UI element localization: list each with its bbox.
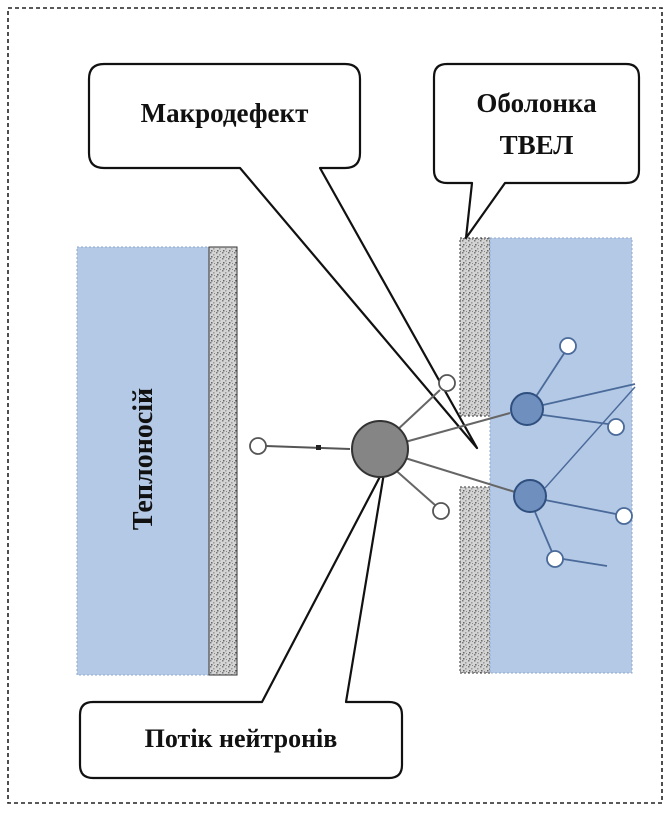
incoming-neutron-track xyxy=(265,445,351,450)
track-to-upper-neutron xyxy=(394,389,441,433)
upper-fragment-icon xyxy=(510,392,544,426)
lower-fragment-neutron-1 xyxy=(615,507,633,525)
fuel-region xyxy=(489,237,633,674)
coolant-label: Теплоносій xyxy=(128,387,159,531)
coolant-wall-texture xyxy=(208,246,238,676)
track-to-lower-neutron xyxy=(391,466,436,506)
upper-fragment-track-3 xyxy=(542,414,609,425)
cladding-lower-texture xyxy=(459,486,491,674)
upper-fragment-track-1 xyxy=(534,351,566,399)
track-to-upper-fragment xyxy=(404,412,511,443)
lower-fragment-track-1 xyxy=(544,499,617,515)
track-to-lower-fragment xyxy=(404,457,516,493)
callout-neutron-flux xyxy=(78,465,404,780)
cladding-upper-texture xyxy=(459,237,491,417)
neutron-arrow-mark xyxy=(316,445,321,450)
lower-neutron-icon xyxy=(432,502,450,520)
upper-fragment-neutron-1 xyxy=(559,337,577,355)
lower-fragment-neutron-2 xyxy=(546,550,564,568)
cladding-label-line2: ТВЕЛ xyxy=(499,130,574,160)
lower-fragment-icon xyxy=(513,479,547,513)
cross-track xyxy=(544,386,636,489)
callout-cladding xyxy=(432,62,641,240)
lower-fragment-track-3 xyxy=(562,558,608,567)
upper-fragment-neutron-2 xyxy=(607,418,625,436)
neutron-flux-label: Потік нейтронів xyxy=(144,724,338,753)
dashed-frame xyxy=(7,7,663,804)
macrodefect-label: Макродефект xyxy=(140,98,309,128)
upper-fragment-track-2 xyxy=(542,383,636,406)
cladding-label-line1: Оболонка xyxy=(476,88,597,118)
nucleus-icon xyxy=(351,420,409,478)
callout-macrodefect xyxy=(87,62,479,450)
lower-fragment-track-2 xyxy=(534,511,553,553)
upper-neutron-icon xyxy=(438,374,456,392)
incoming-neutron-icon xyxy=(249,437,267,455)
coolant-region xyxy=(76,246,212,676)
